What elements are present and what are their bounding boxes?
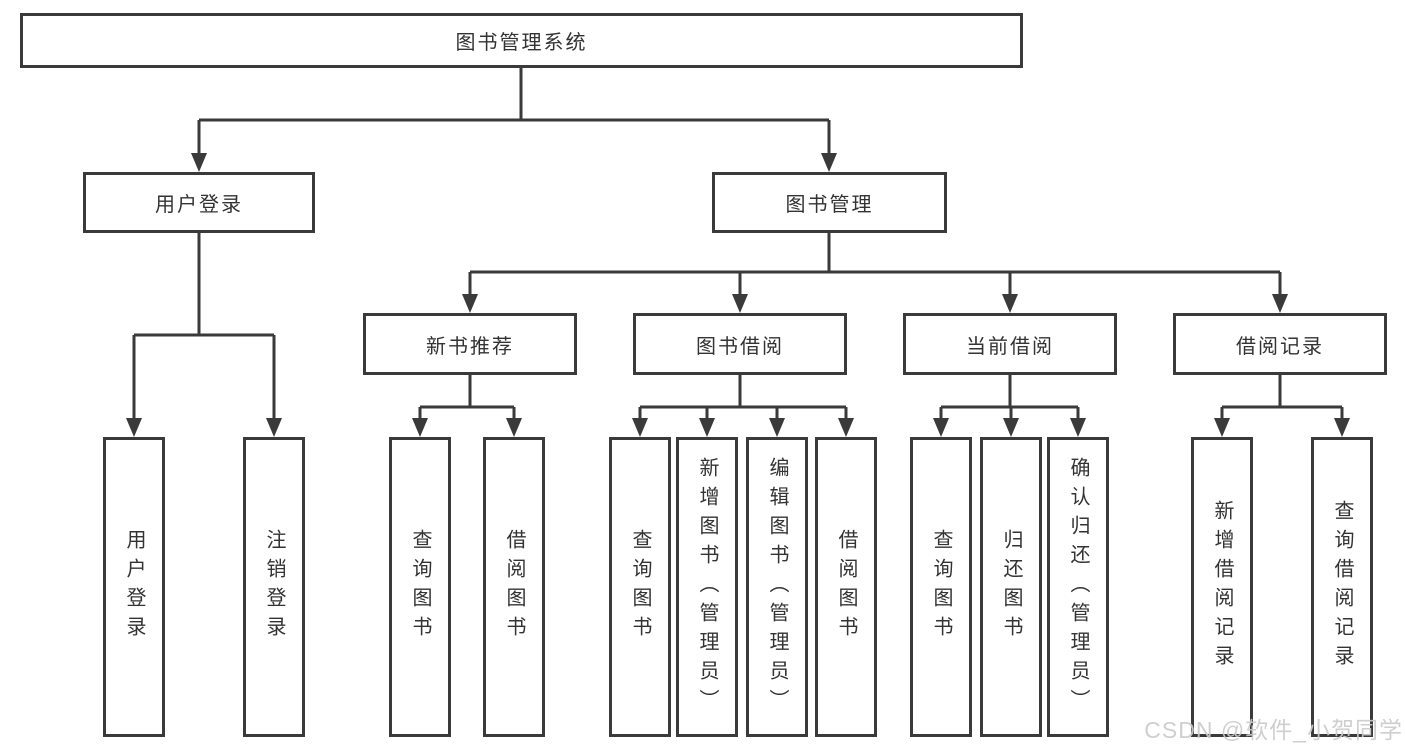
node-book-borrow: 图书借阅 xyxy=(633,313,847,375)
node-current-borrow: 当前借阅 xyxy=(903,313,1117,375)
node-label: 借阅图书 xyxy=(503,529,525,645)
watermark: CSDN @软件_小贺同学 xyxy=(1144,717,1403,743)
leaf-query-books-2: 查询图书 xyxy=(609,437,671,737)
leaf-borrow-books-2: 借阅图书 xyxy=(815,437,877,737)
connector-current-borrow-children xyxy=(933,375,1086,437)
leaf-add-borrow-record: 新增借阅记录 xyxy=(1191,437,1253,737)
leaf-add-books-admin: 新增图书（管理员） xyxy=(676,437,738,737)
node-label: 新增借阅记录 xyxy=(1211,500,1233,674)
leaf-borrow-books: 借阅图书 xyxy=(483,437,545,737)
node-label: 当前借阅 xyxy=(966,335,1054,358)
node-borrow-records: 借阅记录 xyxy=(1173,313,1387,375)
node-book-management: 图书管理 xyxy=(712,172,947,233)
node-user-login: 用户登录 xyxy=(83,172,315,233)
node-label: 查询图书 xyxy=(930,529,952,645)
node-label: 新增图书（管理员） xyxy=(696,456,718,718)
node-label: 查询图书 xyxy=(409,529,431,645)
node-label: 借阅图书 xyxy=(835,529,857,645)
leaf-query-borrow-record: 查询借阅记录 xyxy=(1311,437,1373,737)
connector-user-login-children xyxy=(126,233,282,437)
node-new-book-recommend: 新书推荐 xyxy=(363,313,577,375)
connector-root-to-level2 xyxy=(191,67,837,172)
node-label: 图书借阅 xyxy=(696,335,784,358)
node-label: 编辑图书（管理员） xyxy=(766,456,788,718)
node-label: 用户登录 xyxy=(155,194,243,216)
leaf-query-books: 查询图书 xyxy=(389,437,451,737)
leaf-return-books: 归还图书 xyxy=(980,437,1042,737)
leaf-user-login: 用户登录 xyxy=(103,437,165,737)
node-label: 确认归还（管理员） xyxy=(1067,456,1089,718)
leaf-logout: 注销登录 xyxy=(243,437,305,737)
node-label: 注销登录 xyxy=(263,529,285,645)
connector-borrow-records-children xyxy=(1214,375,1350,437)
node-label: 借阅记录 xyxy=(1236,335,1324,358)
connector-book-management-children xyxy=(462,233,1288,313)
node-label: 查询图书 xyxy=(629,529,651,645)
node-root-library-management-system: 图书管理系统 xyxy=(20,13,1023,68)
connector-book-borrow-children xyxy=(632,375,854,437)
node-label: 新书推荐 xyxy=(426,335,514,358)
node-label: 图书管理 xyxy=(785,194,874,216)
leaf-query-books-3: 查询图书 xyxy=(910,437,972,737)
node-label: 归还图书 xyxy=(1000,529,1022,645)
node-label: 查询借阅记录 xyxy=(1331,500,1353,674)
leaf-edit-books-admin: 编辑图书（管理员） xyxy=(746,437,808,737)
node-label: 用户登录 xyxy=(123,529,145,645)
leaf-confirm-return-admin: 确认归还（管理员） xyxy=(1047,437,1109,737)
connector-new-book-recommend-children xyxy=(412,375,522,437)
node-label: 图书管理系统 xyxy=(455,32,588,54)
